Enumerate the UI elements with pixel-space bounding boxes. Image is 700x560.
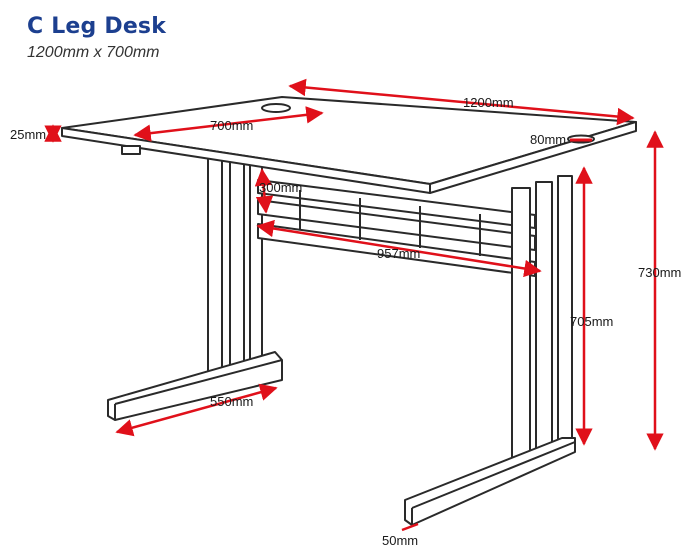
foot-depth-arrow bbox=[115, 383, 278, 437]
cable-port-back bbox=[261, 103, 291, 113]
width-arrow bbox=[288, 78, 635, 126]
dimension-labels: 1200mm 700mm 25mm 80mm 300mm 957mm 705mm… bbox=[10, 95, 681, 548]
cable-port-label: 80mm bbox=[530, 132, 566, 147]
diagram-title: C Leg Desk bbox=[27, 14, 167, 39]
leg-height-label: 705mm bbox=[570, 314, 613, 329]
width-label: 1200mm bbox=[463, 95, 514, 110]
modesty-arrow bbox=[254, 168, 274, 214]
depth-arrow bbox=[133, 106, 324, 142]
inner-width-arrow bbox=[256, 219, 542, 278]
thickness-label: 25mm bbox=[10, 127, 46, 142]
foot-width-arrow bbox=[401, 522, 419, 532]
left-leg bbox=[107, 157, 283, 421]
dimension-lines bbox=[44, 78, 664, 532]
diagram-subtitle: 1200mm x 700mm bbox=[27, 44, 160, 61]
foot-depth-label: 550mm bbox=[210, 394, 253, 409]
foot-width-label: 50mm bbox=[382, 533, 418, 548]
total-height-label: 730mm bbox=[638, 265, 681, 280]
modesty-label: 300mm bbox=[259, 180, 302, 195]
depth-label: 700mm bbox=[210, 118, 253, 133]
inner-width-label: 957mm bbox=[377, 246, 420, 261]
desk-drawing bbox=[61, 96, 637, 526]
